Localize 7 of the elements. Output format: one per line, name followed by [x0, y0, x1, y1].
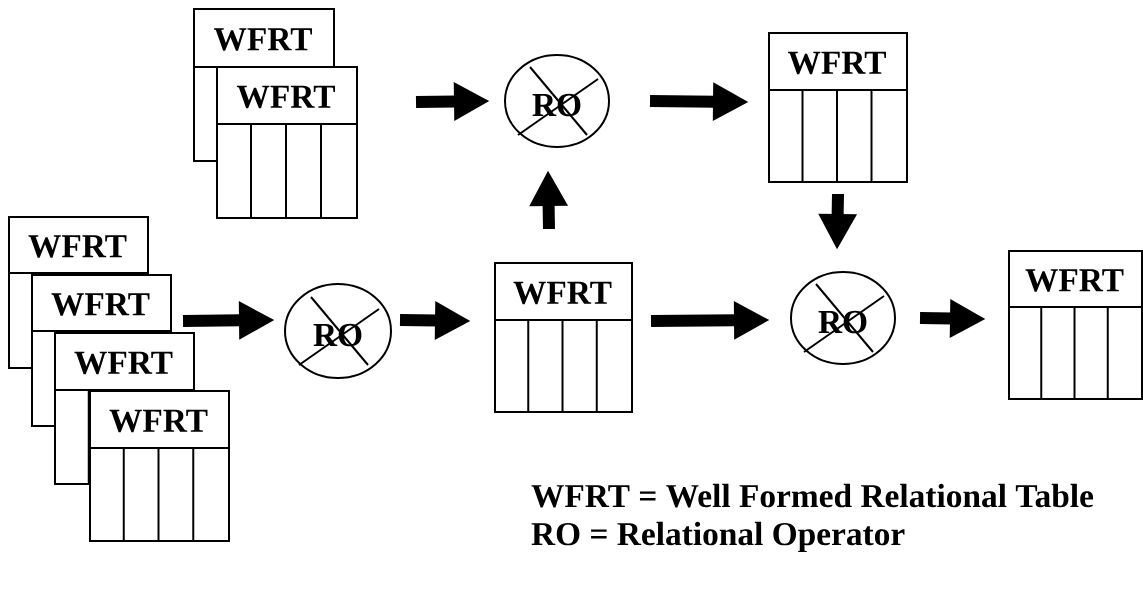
table-card: WFRT — [88, 390, 230, 542]
table-card: WFRT — [215, 66, 358, 219]
legend-text: RO = Relational Operator — [531, 521, 905, 553]
table-card: WFRT — [1007, 250, 1143, 400]
table-card: WFRT — [493, 262, 633, 413]
legend-text: WFRT = Well Formed Relational Table — [531, 483, 1094, 508]
table-card: WFRT — [767, 32, 908, 183]
